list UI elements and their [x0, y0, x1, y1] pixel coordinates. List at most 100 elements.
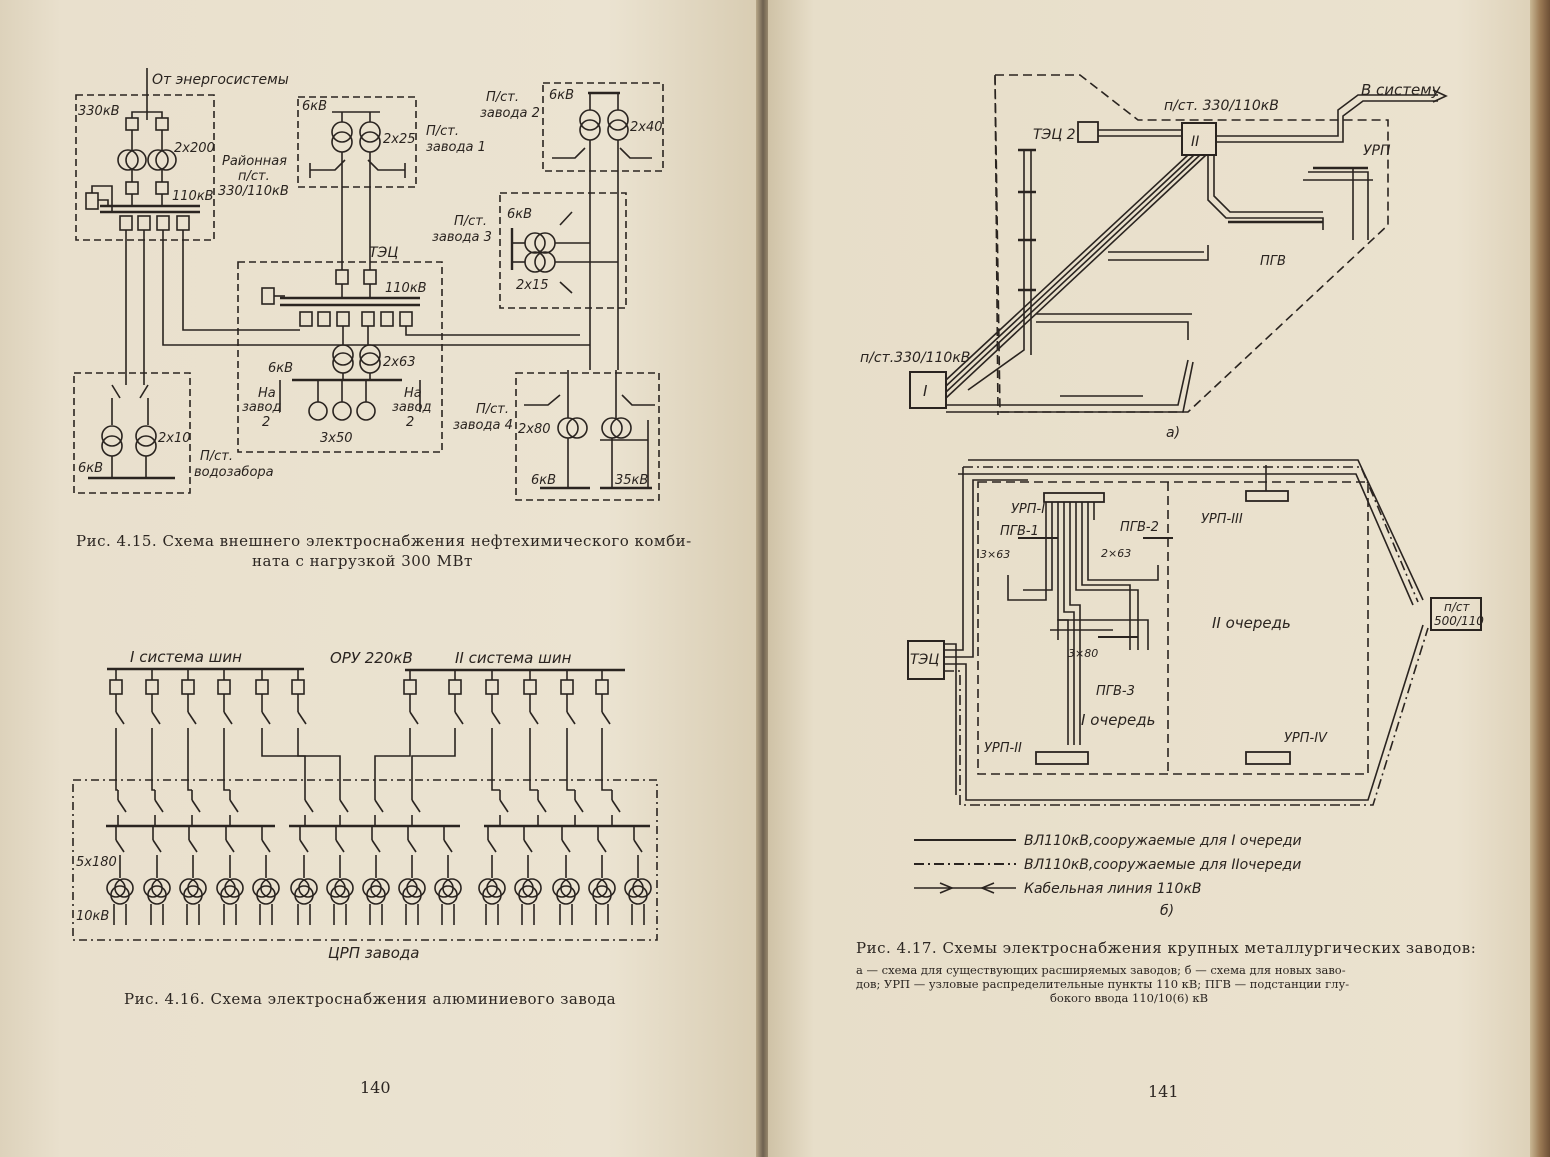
label-urp2: УРП-II — [984, 741, 1022, 756]
oru-feeder — [560, 670, 584, 826]
book-edge — [1530, 0, 1550, 1157]
figure-4-15-labels: От энергосистемы 330кВ 2x200 Районная п/… — [78, 72, 663, 488]
label-3x63: 3×63 — [980, 548, 1010, 561]
label-tec2: ТЭЦ 2 — [1033, 127, 1076, 143]
book-spine — [756, 0, 770, 1157]
figure-4-17b-labels: УРП-I УРП-III ПГВ-1 ПГВ-2 3×63 2×63 3×80… — [910, 502, 1484, 919]
label-p4-name-1: П/ст. — [476, 402, 509, 417]
label-5x180: 5x180 — [76, 855, 117, 870]
oru-feeder — [181, 669, 201, 826]
crp-transformer — [478, 826, 506, 925]
label-2x63: 2x63 — [383, 355, 416, 370]
label-vz-name-1: П/ст. — [200, 449, 233, 464]
label-35kv: 35кВ — [615, 473, 648, 488]
label-tec-110kv: 110кВ — [385, 281, 427, 296]
figure-4-17-legend-text: ВЛ110кВ,сооружаемые для I очереди ВЛ110к… — [1024, 833, 1302, 897]
label-urp1: УРП-I — [1011, 502, 1045, 517]
label-queue-1: I очередь — [1081, 711, 1155, 729]
oru-feeder — [411, 670, 464, 826]
label-p2-6kv: 6кВ — [549, 88, 574, 103]
oru-feeder — [145, 669, 164, 826]
oru-feeder — [109, 669, 127, 826]
label-vz-name-2: водозабора — [194, 465, 274, 480]
crp-transformer — [514, 826, 542, 925]
figure-4-17b-diagram — [907, 459, 1482, 806]
page-number-left: 140 — [360, 1078, 391, 1097]
label-oru-220: ОРУ 220кВ — [330, 649, 413, 667]
left-page: От энергосистемы 330кВ 2x200 Районная п/… — [0, 0, 760, 1157]
label-p4-6kv: 6кВ — [531, 473, 556, 488]
label-pgv: ПГВ — [1260, 254, 1286, 269]
label-pgv3: ПГВ-3 — [1096, 684, 1135, 699]
figure-4-17: В систему п/ст. 330/110кВ ТЭЦ 2 УРП ПГВ … — [860, 74, 1484, 919]
label-regional-1: Районная — [222, 154, 287, 169]
label-2x10: 2x10 — [158, 431, 191, 446]
label-crp: ЦРП завода — [328, 944, 420, 962]
label-a: а) — [1166, 425, 1180, 441]
label-2x80: 2x80 — [518, 422, 551, 437]
oru-feeder — [595, 670, 621, 826]
figure-4-16-labels: I система шин ОРУ 220кВ II система шин 5… — [76, 648, 572, 962]
label-urp4: УРП-IV — [1284, 731, 1328, 746]
caption-fig-4-15-line-1: Рис. 4.15. Схема внешнего электроснабжен… — [76, 532, 692, 550]
figure-4-16-diagram — [72, 667, 658, 941]
label-na-zavod-l2: завод — [242, 400, 281, 415]
label-roman-ii: II — [1191, 134, 1199, 150]
label-p4-name-2: завода 4 — [453, 418, 513, 433]
right-page: В систему п/ст. 330/110кВ ТЭЦ 2 УРП ПГВ … — [768, 0, 1533, 1157]
figure-4-17a-diagram — [909, 74, 1448, 416]
label-na-zavod-l1: На — [258, 386, 276, 401]
label-p2-name-1: П/ст. — [486, 90, 519, 105]
crp-transformer — [143, 826, 171, 925]
label-b: б) — [1160, 903, 1174, 919]
label-p1-name-2: завода 1 — [426, 140, 486, 155]
label-queue-2: II очередь — [1212, 614, 1291, 632]
crp-transformer — [398, 826, 426, 925]
label-na-zavod-l3: 2 — [262, 415, 270, 430]
crp-transformer — [252, 826, 280, 925]
crp-transformer — [179, 826, 207, 925]
figure-4-17a-labels: В систему п/ст. 330/110кВ ТЭЦ 2 УРП ПГВ … — [860, 81, 1442, 441]
label-3x50: 3x50 — [320, 431, 353, 446]
label-sub500-1: п/ст — [1444, 600, 1470, 614]
oru-feeder — [217, 669, 239, 826]
legend-item-1: ВЛ110кВ,сооружаемые для I очереди — [1024, 833, 1302, 849]
label-p1-name-1: П/ст. — [426, 124, 459, 139]
note-line-3: бокого ввода 110/10(6) кВ — [1050, 991, 1209, 1005]
crp-transformer — [106, 826, 134, 925]
oru-feeder — [374, 670, 419, 826]
label-p1-6kv: 6кВ — [302, 99, 327, 114]
label-urp: УРП — [1363, 143, 1391, 159]
figure-4-17-legend — [914, 839, 1016, 894]
label-2x40: 2x40 — [630, 120, 663, 135]
crp-transformer — [290, 826, 318, 925]
crp-transformer — [216, 826, 244, 925]
oru-feeder — [523, 670, 547, 826]
label-p3-name-2: завода 3 — [432, 230, 492, 245]
crp-transformer — [552, 826, 580, 925]
label-2x15: 2x15 — [516, 278, 549, 293]
label-source: От энергосистемы — [152, 72, 289, 88]
crp-transformer — [434, 826, 462, 925]
label-p3-6kv: 6кВ — [507, 207, 532, 222]
legend-item-3: Кабельная линия 110кВ — [1024, 881, 1202, 897]
legend-item-2: ВЛ110кВ,сооружаемые для IIочереди — [1024, 857, 1301, 873]
label-bus-2: II система шин — [455, 649, 572, 667]
label-2x200: 2x200 — [174, 141, 215, 156]
label-sub-i: п/ст.330/110кВ — [860, 350, 970, 366]
crp-transformer — [588, 826, 616, 925]
label-bus-1: I система шин — [130, 648, 242, 666]
note-line-1: а — схема для существующих расширяемых з… — [856, 963, 1346, 977]
page-number-right: 141 — [1148, 1082, 1179, 1101]
caption-fig-4-16: Рис. 4.16. Схема электроснабжения алюмин… — [124, 990, 617, 1008]
oru-feeder — [485, 670, 509, 826]
label-2x25: 2x25 — [383, 132, 416, 147]
label-regional-2: п/ст. — [238, 169, 270, 184]
label-pgv2: ПГВ-2 — [1120, 520, 1159, 535]
label-regional-3: 330/110кВ — [218, 184, 289, 199]
caption-fig-4-17: Рис. 4.17. Схемы электроснабжения крупны… — [856, 939, 1477, 957]
label-2x63: 2×63 — [1101, 547, 1131, 560]
label-tec-6kv: 6кВ — [268, 361, 293, 376]
label-na-zavod-r3: 2 — [406, 415, 414, 430]
label-3x80: 3×80 — [1068, 647, 1098, 660]
